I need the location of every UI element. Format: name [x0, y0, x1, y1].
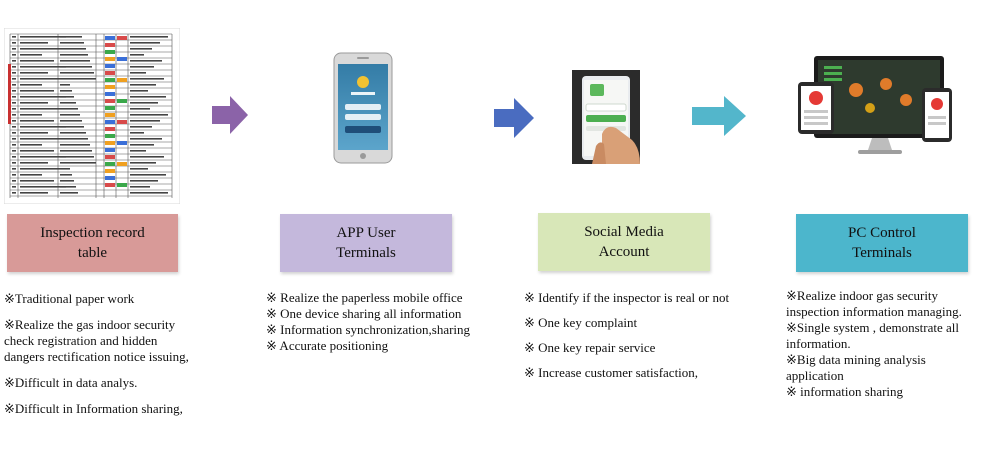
stage-label-pc-control-terminals: PC Control Terminals: [796, 214, 968, 272]
monitor-devices-icon: [796, 54, 956, 158]
list-item: ※ Accurate positioning: [266, 338, 389, 353]
list-item: ※Single system , demonstrate all informa…: [786, 320, 960, 351]
stage-1-bullet-list: ※Traditional paper work ※Realize the gas…: [4, 291, 240, 417]
list-item: ※Difficult in Information sharing,: [4, 401, 183, 416]
arrow-right-icon: [212, 96, 248, 134]
list-item: ※Realize indoor gas security inspection …: [786, 288, 962, 319]
list-item: ※Difficult in data analys.: [4, 375, 138, 390]
arrow-right-icon: [494, 98, 534, 138]
stage-label-social-media-account: Social Media Account: [538, 213, 710, 271]
arrow-right-icon: [692, 96, 746, 136]
stage-label-inspection-record-table: Inspection record table: [7, 214, 178, 272]
stage-4-bullet-list: ※Realize indoor gas security inspection …: [786, 288, 996, 400]
list-item: ※ Realize the paperless mobile office: [266, 290, 463, 305]
stage-label-app-user-terminals: APP User Terminals: [280, 214, 452, 272]
list-item: ※ One key repair service: [524, 340, 656, 355]
stage-2-bullet-list: ※ Realize the paperless mobile office ※ …: [266, 290, 516, 354]
list-item: ※ One device sharing all information: [266, 306, 462, 321]
list-item: ※ Information synchronization,sharing: [266, 322, 471, 337]
list-item: ※ One key complaint: [524, 315, 638, 330]
smartphone-icon: [333, 52, 393, 164]
list-item: ※Realize the gas indoor security check r…: [4, 317, 189, 364]
hand-phone-icon: [572, 70, 640, 164]
list-item: ※Big data mining analysis application: [786, 352, 926, 383]
stage-3-bullet-list: ※ Identify if the inspector is real or n…: [524, 290, 774, 381]
list-item: ※ information sharing: [786, 384, 904, 399]
list-item: ※ Identify if the inspector is real or n…: [524, 290, 730, 305]
list-item: ※ Increase customer satisfaction,: [524, 365, 699, 380]
list-item: ※Traditional paper work: [4, 291, 135, 306]
paper-form-icon: [4, 28, 180, 204]
